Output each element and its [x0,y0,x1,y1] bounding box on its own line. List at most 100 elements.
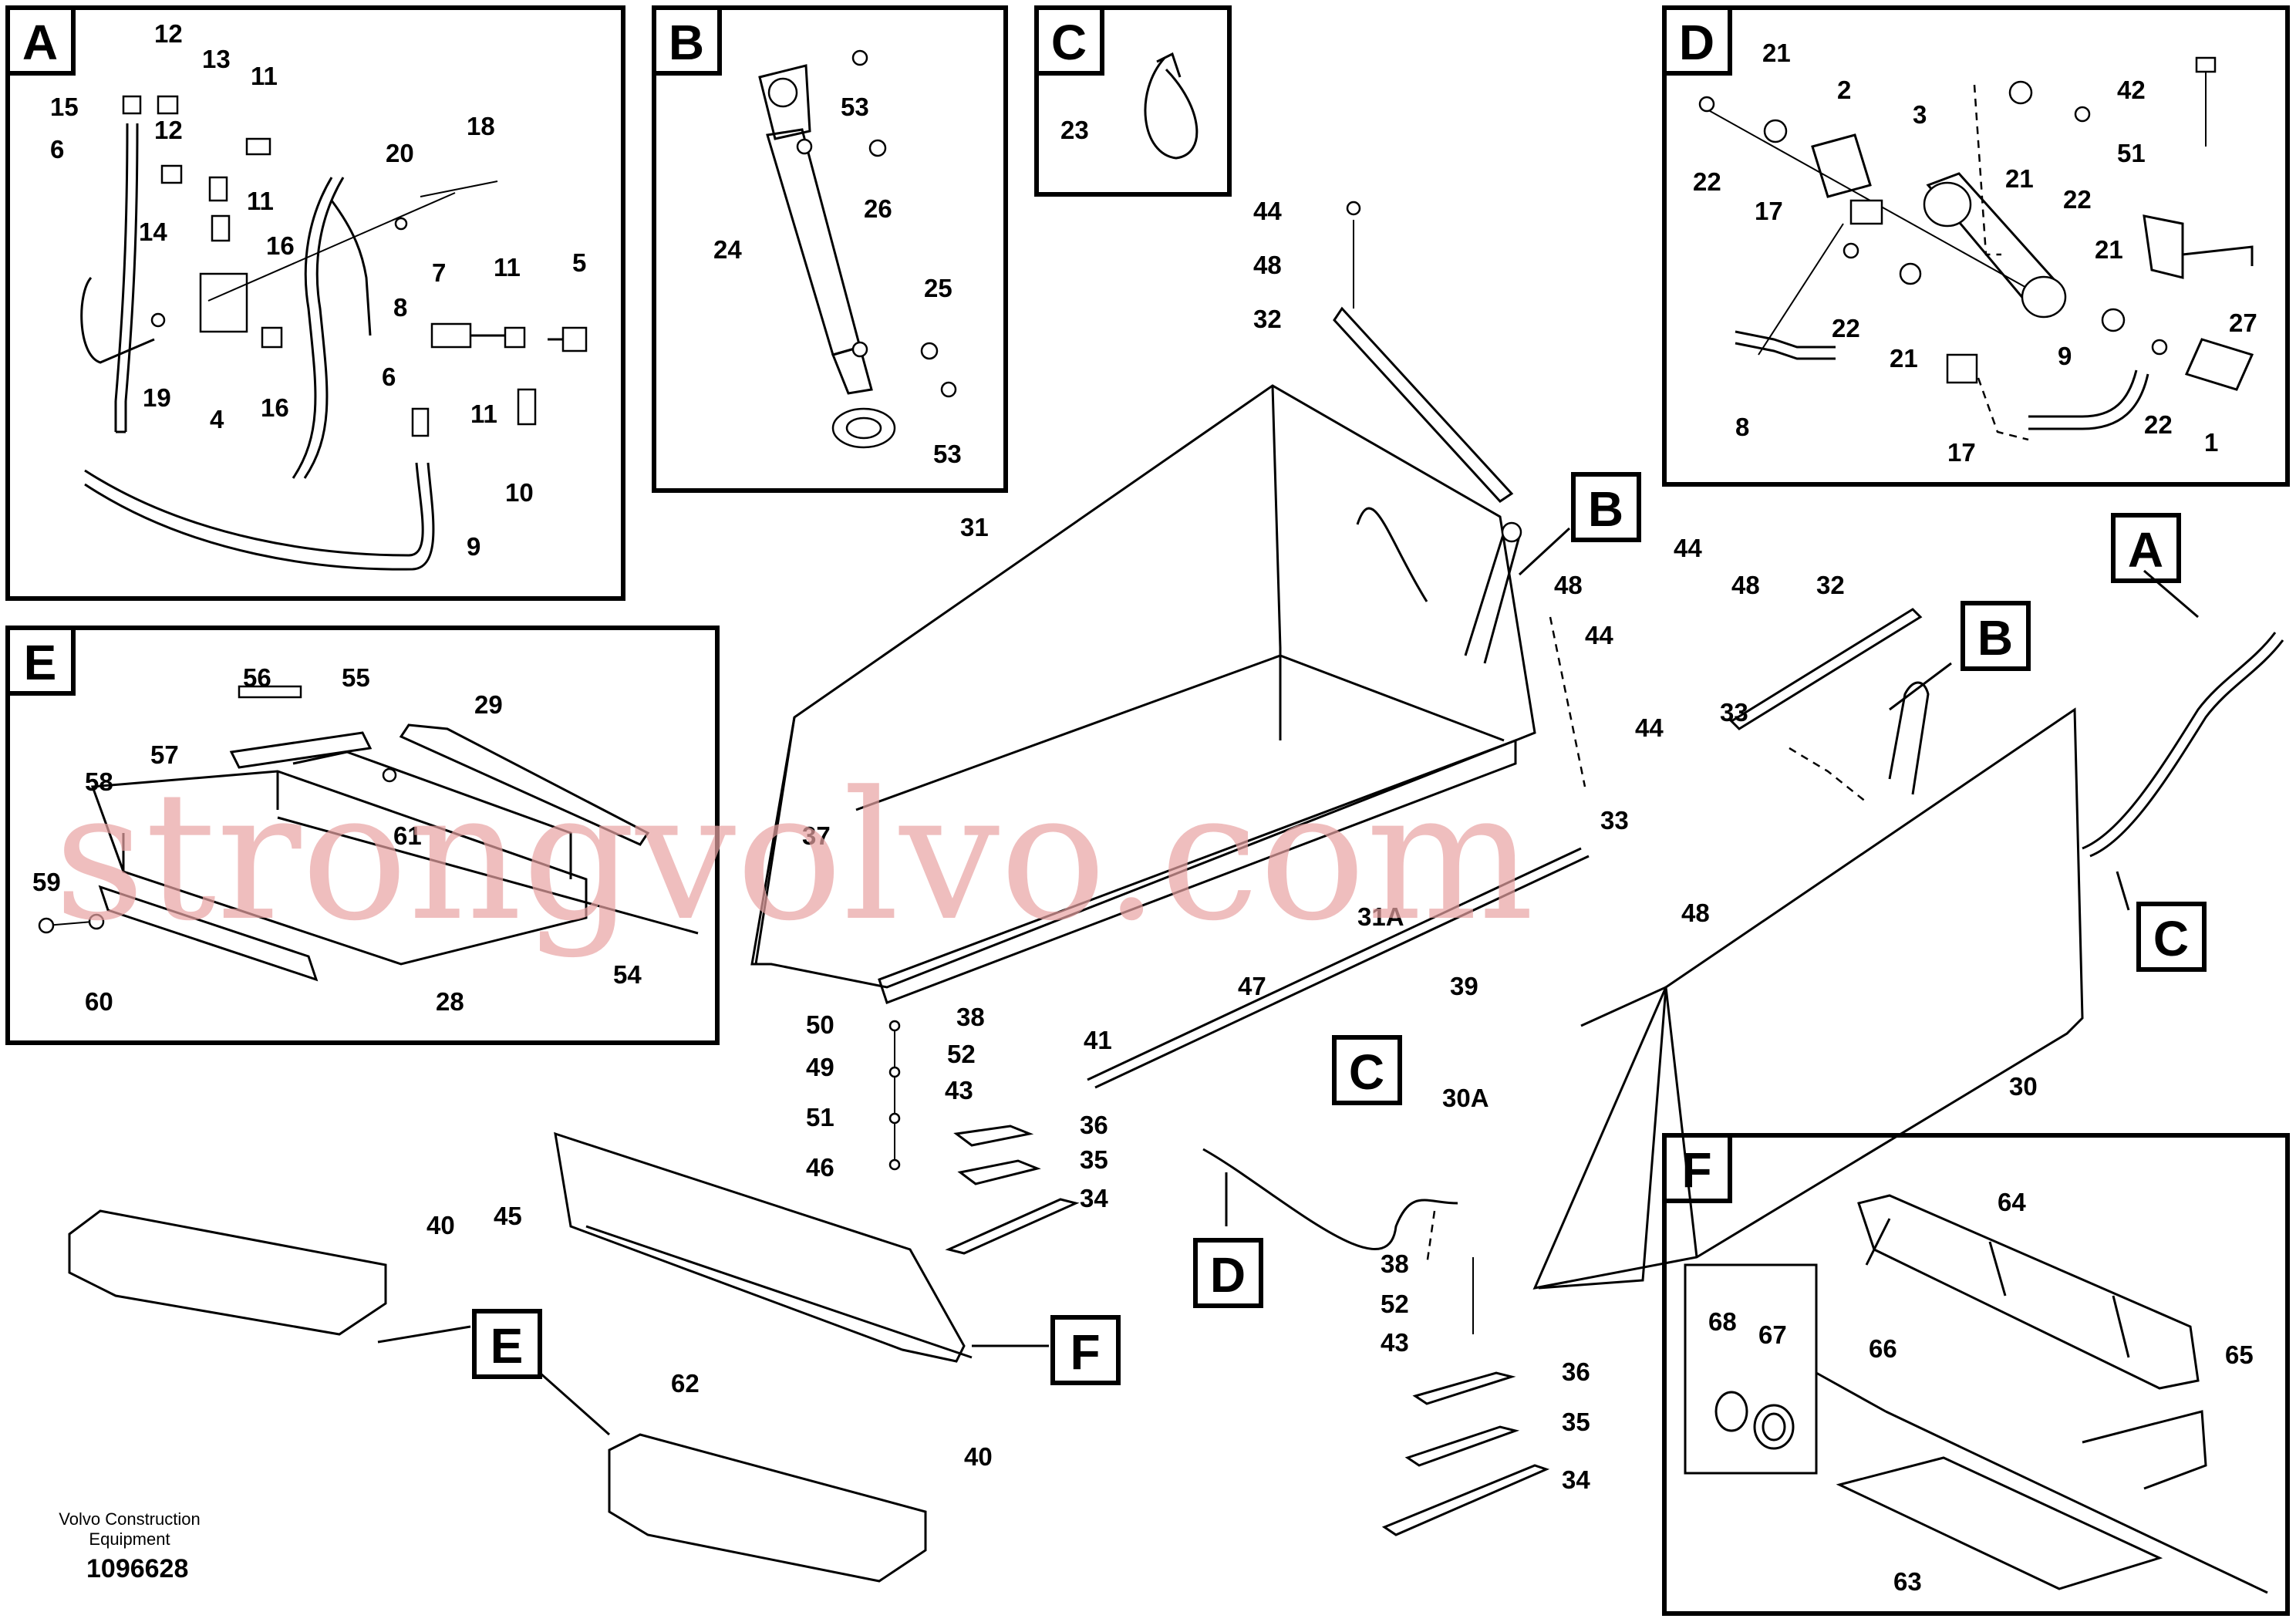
part-label: 31 [960,513,989,541]
part-label: 34 [1562,1465,1590,1494]
part-label: 9 [2058,342,2072,370]
part-label: 54 [613,960,642,989]
part-label: 16 [266,231,295,260]
part-label: 37 [802,821,831,850]
callout-c-right: C [2153,911,2189,966]
part-label: 30A [1442,1084,1489,1112]
part-label: 9 [467,532,480,561]
part-label: 22 [2144,410,2173,439]
part-label: 33 [1600,806,1629,835]
part-label: 3 [1913,100,1927,129]
part-label: 31A [1357,902,1404,931]
callout-d: D [1210,1247,1246,1303]
part-label: 38 [956,1003,985,1031]
part-label: 44 [1674,534,1702,562]
part-label: 38 [1381,1249,1409,1278]
part-label: 21 [2005,164,2034,193]
part-label: 1 [2204,428,2218,457]
part-label: 36 [1562,1357,1590,1386]
part-label: 15 [50,93,79,121]
part-label: 24 [713,235,742,264]
part-label: 66 [1869,1334,1897,1363]
part-label: 11 [470,400,497,428]
callout-b-upper: B [1588,481,1623,537]
callout-c-mid: C [1349,1044,1384,1100]
part-label: 48 [1253,251,1282,279]
callout-b-lower: B [1977,610,2013,666]
part-label: 43 [945,1076,973,1104]
part-label: 34 [1080,1184,1108,1212]
part-label: 52 [947,1040,976,1068]
part-label: 53 [933,440,962,468]
part-label: 56 [243,663,271,692]
part-label: 8 [1735,413,1749,441]
part-label: 10 [505,478,534,507]
part-label: 7 [432,258,446,287]
part-label: 25 [924,274,952,302]
detail-panel-e: E 56 55 29 57 58 61 59 54 60 28 [5,626,720,1045]
part-label: 21 [2095,235,2123,264]
panel-letter-c: C [1051,15,1087,70]
part-label: 55 [342,663,370,692]
part-label: 13 [202,45,231,73]
footer: Volvo Construction Equipment 1096628 [59,1509,200,1583]
part-label: 51 [2117,139,2146,167]
part-label: 18 [467,112,495,140]
part-label: 17 [1755,197,1783,225]
part-label: 41 [1084,1026,1112,1054]
part-label: 11 [494,253,521,282]
part-label: 21 [1890,344,1918,373]
part-label: 28 [436,987,464,1016]
part-label: 44 [1253,197,1282,225]
callout-e: E [491,1318,524,1374]
part-label: 44 [1635,713,1664,742]
part-label: 14 [139,218,167,246]
part-label: 16 [261,393,289,422]
part-label: 5 [572,248,586,277]
part-label: 35 [1080,1145,1108,1174]
part-label: 11 [247,187,274,215]
part-label: 61 [393,821,422,850]
part-label: 59 [32,868,61,896]
part-label: 48 [1681,899,1710,927]
detail-panel-b: B 53 26 24 25 53 [652,5,1008,493]
part-label: 19 [143,383,171,412]
callout-f: F [1070,1324,1100,1380]
part-label: 20 [386,139,414,167]
detail-panel-c: C 23 [1034,5,1232,197]
part-label: 21 [1762,39,1791,67]
part-label: 22 [1832,314,1860,342]
part-label: 32 [1816,571,1845,599]
part-label: 47 [1238,972,1266,1000]
part-label: 65 [2225,1340,2254,1369]
part-label: 57 [150,740,179,769]
part-label: 22 [2063,185,2092,214]
detail-panel-f: F 68 67 64 66 65 63 [1662,1133,2290,1616]
part-label: 2 [1837,76,1851,104]
part-label: 48 [1554,571,1583,599]
panel-letter-b: B [669,15,704,70]
detail-panel-a: A 15 12 13 11 18 20 6 12 [5,5,625,601]
part-label: 12 [154,116,183,144]
part-label: 50 [806,1010,834,1039]
footer-company-line1: Volvo Construction [59,1509,200,1529]
part-label: 35 [1562,1408,1590,1436]
part-label: 58 [85,767,113,796]
doc-number: 1096628 [86,1554,188,1583]
part-label: 4 [210,405,224,433]
part-label: 60 [85,987,113,1016]
part-label: 8 [393,293,407,322]
part-label: 12 [154,19,183,48]
part-label: 11 [251,62,278,90]
part-label: 48 [1731,571,1760,599]
part-label: 17 [1947,438,1976,467]
part-label: 29 [474,690,503,719]
part-label: 68 [1708,1307,1737,1336]
part-label: 67 [1758,1320,1787,1349]
part-label: 26 [864,194,892,223]
detail-panel-d: D 21 2 3 42 22 21 22 51 17 [1662,5,2290,487]
part-label: 51 [806,1103,834,1131]
part-label: 27 [2229,309,2257,337]
part-label: 23 [1060,116,1089,144]
